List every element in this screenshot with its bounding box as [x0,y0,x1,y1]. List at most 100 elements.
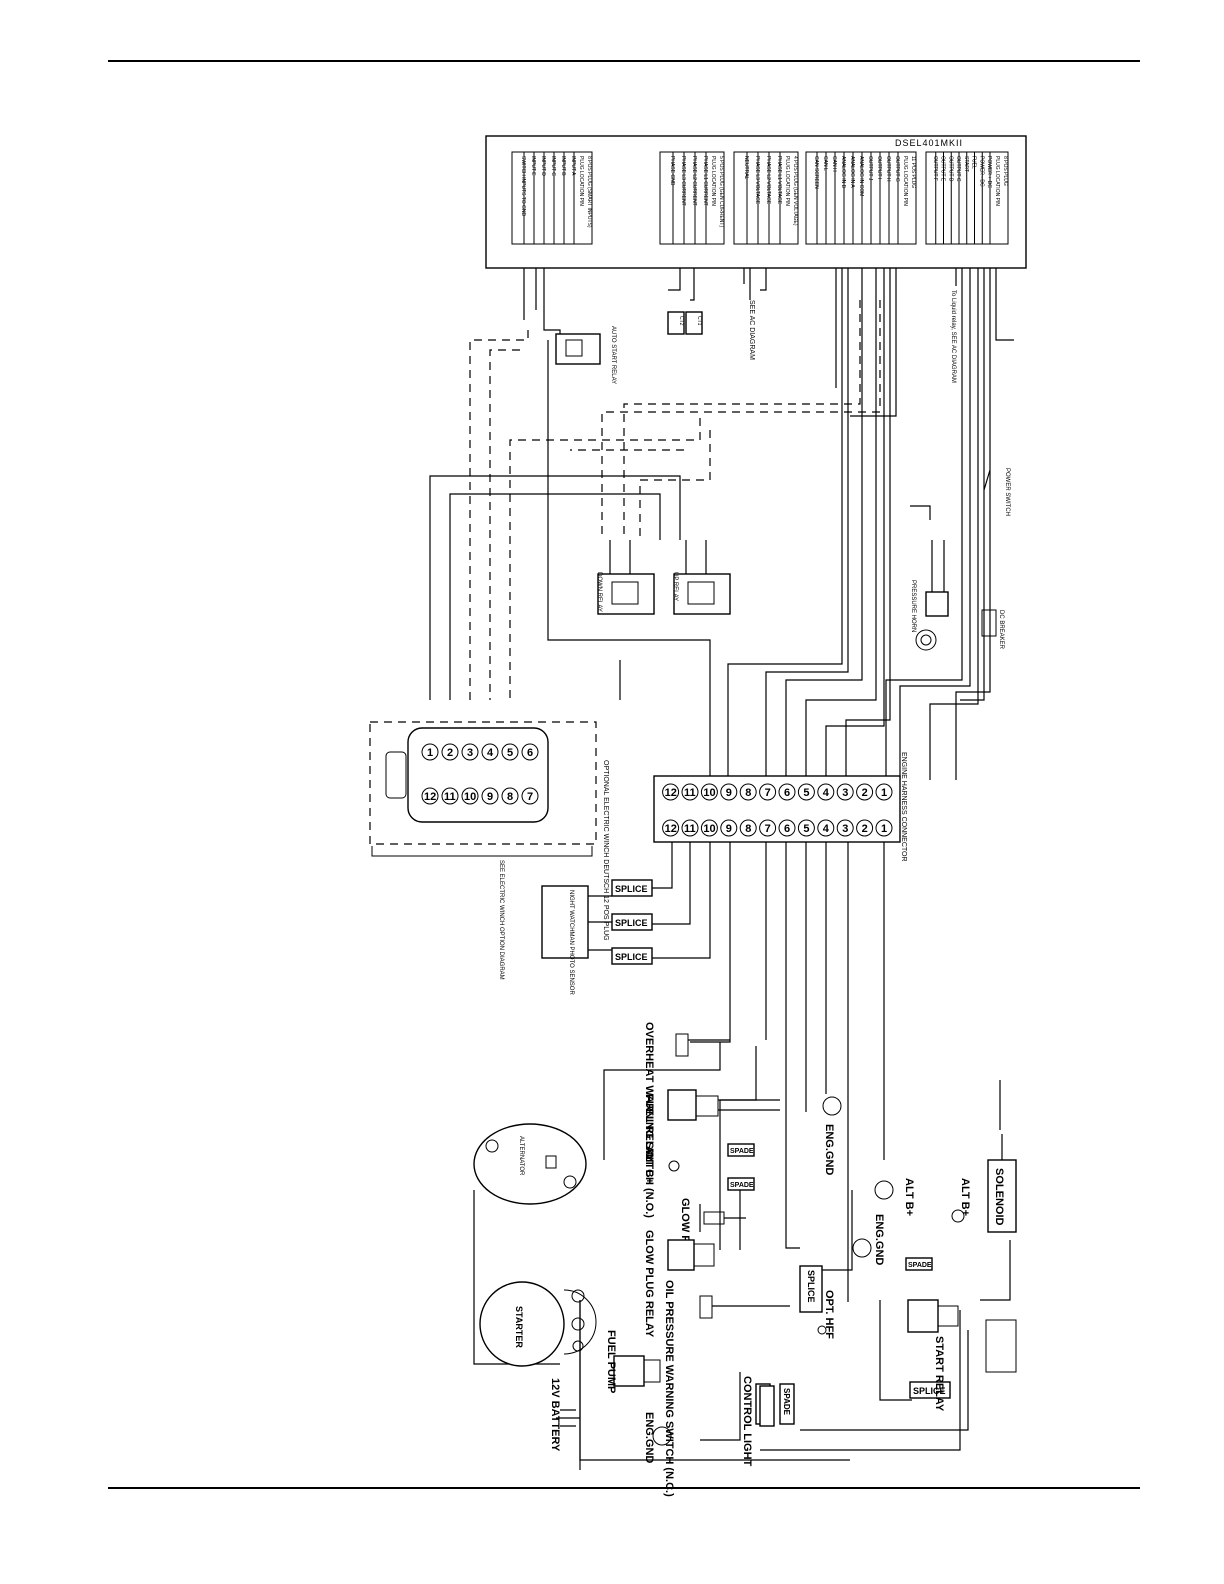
deutsch-pin-label: 4 [487,747,494,759]
harness-pin-label: 11 [684,787,696,799]
controller-row: FUEL [971,156,977,169]
harness-pin [720,783,738,801]
harness-pin [836,783,854,801]
controller-row: POWER - DC [978,156,984,187]
starter-label: STARTER [514,1306,524,1348]
auto-start-relay-label: AUTO START RELAY [610,326,616,384]
to-liquid-relay-label: To Liquid relay, SEE AC DIAGRAM [950,290,956,383]
harness-pin-label: 2 [862,823,868,835]
splice [611,879,653,897]
opt-hff: OPT. HFF [817,1290,835,1339]
controller-row: PHASE L2 CURRENT [691,156,697,206]
controller-row: CAN H [831,156,837,172]
spade-terminal [727,1143,755,1157]
control-light: CONTROL LIGHT [741,1376,775,1467]
bottom-rule [108,1487,1140,1489]
alternator: ALTERNATOR [473,1123,587,1205]
harness-pin [700,783,718,801]
controller-row: ANALOG IN COM [858,156,864,196]
harness-pin [759,819,777,837]
splice [909,1381,951,1399]
controller-row: ANALOG IN A [849,156,855,188]
harness-pin [797,783,815,801]
deutsch-pin-label: 8 [507,791,513,803]
harness-pin [875,819,893,837]
controller-block-title: 8 POS PLUG (SMART INPUTS) [586,156,592,228]
eng-gnd-top-label: ENG.GND [823,1124,835,1175]
up-relay-label: UP RELAY [672,572,678,601]
deutsch-pin-label: 12 [424,791,436,803]
deutsch-pin [461,743,479,761]
controller-row: INPUT C [550,156,556,176]
alt-b-top-label: ALT B+ [959,1178,971,1216]
deutsch-pin [481,743,499,761]
harness-pin-label: 5 [803,787,809,799]
harness-pin [681,819,699,837]
alt-b-right: ALT B+ [874,1178,915,1216]
controller-row: PHASE GND [669,156,675,186]
splice-label: SPLICE [806,1270,816,1303]
deutsch-pin-label: 9 [487,791,493,803]
alt-b-mid-label: ALT B+ [643,1146,655,1184]
controller-row: OUTPUT D [947,156,953,182]
control-light-label: CONTROL LIGHT [741,1376,753,1467]
controller-row: INPUT A [570,156,576,176]
controller-row: OUTPUT C [955,156,961,182]
deutsch-pin [441,743,459,761]
dc-breaker-label: DC BREAKER [998,610,1004,650]
deutsch-pin-label: 3 [467,747,473,759]
controller-row: OUTPUT H [885,156,891,182]
controller-block-gen-current: 5 POS PLUG (GEN CURRENT)PLUG LOCATION PI… [659,151,725,245]
glow-plug-relay: GLOW PLUG RELAY [643,1230,715,1338]
eng-gnd-mid-label: ENG.GND [873,1214,885,1265]
harness-pin-label: 11 [684,823,696,835]
overheat-label: OVERHEAT WARNING SWITCH (N.O.) [643,1022,655,1218]
eng-gnd-mid: ENG.GND [852,1214,885,1265]
splice-label: SPLICE [913,1386,946,1396]
splice-label: SPLICE [615,918,648,928]
pressure-horn-label: PRESSURE HORN [910,580,916,632]
controller-row: OUTPUT I [876,156,882,179]
spade-terminal [779,1383,795,1425]
controller-row: SWITCH INPUTS TO GND [520,156,526,216]
controller-row: PHASE L1 VOLTAGE [776,156,782,205]
controller-block-title: 4 POS PLUG (GEN VOLTAGE) [792,156,798,226]
deutsch-see-diagram: SEE ELECTRIC WINCH OPTION DIAGRAM [498,860,504,980]
up-relay: UP RELAY [672,572,731,615]
deutsch-pin [421,787,439,805]
harness-pin-label: 8 [745,823,751,835]
controller-row: PHASE L3 VOLTAGE [754,156,760,205]
controller-row: OUTPUT J [867,156,873,181]
harness-pin [875,783,893,801]
harness-pin-label: 5 [803,823,809,835]
controller-block-header: PLUG LOCATION PIN [994,156,1000,206]
harness-pin-label: 3 [842,787,848,799]
deutsch-pin [481,787,499,805]
eng-gnd-top: ENG.GND [822,1096,842,1175]
controller-block-header: PLUG LOCATION PIN [710,156,716,206]
down-relay-label: DOWN RELAY [596,572,602,612]
controller-row: OUTPUT G [894,156,900,182]
down-relay: DOWN RELAY [596,572,655,615]
controller-row: NEUTRAL [743,156,749,180]
harness-pin [700,819,718,837]
deutsch-pin-label: 1 [427,747,433,759]
harness-pin-label: 3 [842,823,848,835]
auto-start-relay: AUTO START RELAY [555,326,616,384]
controller-block-smart-inputs: 8 POS PLUG (SMART INPUTS)PLUG LOCATION P… [511,151,593,245]
harness-pin [739,783,757,801]
power-switch: POWER SWITCH [983,468,1010,516]
power-switch-label: POWER SWITCH [1004,468,1010,516]
solenoid: SOLENOID [985,1134,1017,1373]
deutsch-pin-label: 2 [447,747,453,759]
spade-label: SPADE [908,1262,932,1269]
fuel-relay-label: FUEL RELAY [643,1094,655,1163]
harness-pin [817,783,835,801]
alt-b-right-label: ALT B+ [903,1178,915,1216]
harness-pin-label: 1 [881,787,887,799]
harness-pin [778,783,796,801]
